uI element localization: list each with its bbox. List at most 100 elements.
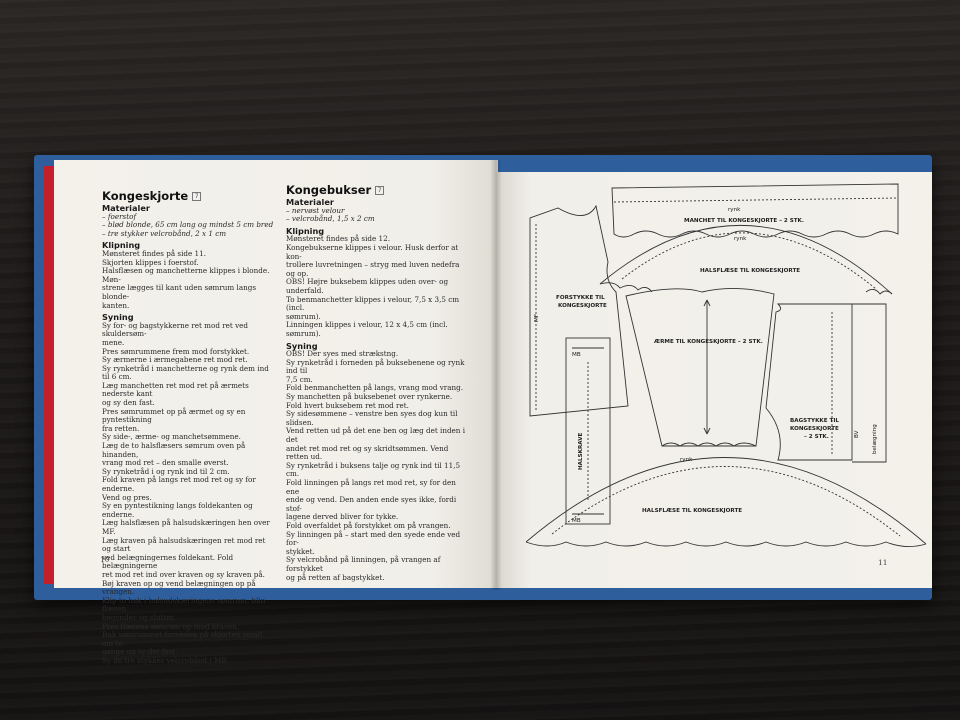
manchet-label: MANCHET TIL KONGESKJORTE – 2 STK. [684,218,804,224]
instruction-line: – foerstof [102,211,137,221]
bagstykke-label: BAGSTYKKE TIL [790,418,839,424]
instruction-line: Sy sidesømmene – venstre ben syes dog ku… [286,409,458,427]
instruction-line: Fold hvert buksebem ret mod ret. [286,400,409,410]
instruction-line: kanten. [102,300,130,310]
mb-label: MB [572,352,581,358]
instruction-line: Halsflæsen og manchetterne klippes i blo… [102,266,270,284]
forstykke-label: FORSTYKKE TIL [556,295,605,301]
halsflaese-label: HALSFLÆSE TIL KONGESKJORTE [700,268,800,274]
sewing-pattern-diagram: rynk MANCHET TIL KONGESKJORTE – 2 STK. r… [525,183,927,547]
section-heading: Syning [102,312,134,323]
instruction-line: trollere luvretningen – stryg med luven … [286,260,460,278]
instruction-line: Sy en pyntestikning langs foldekanten og… [102,501,253,519]
instruction-line: begynder og slutter. [102,612,176,622]
left-page-number: 10 [100,555,110,564]
instruction-line: Skjorten klippes i foerstof. [102,257,199,267]
instruction-line: mene. [102,337,125,347]
instruction-line: sømrum). [286,311,321,321]
instruction-line: Fold linningen på langs ret mod ret, sy … [286,478,456,496]
right-page [496,172,932,588]
instruction-line: Sy ærmerne i ærmegabene ret mod ret. [102,355,248,365]
bottom-halsflaese-piece [525,457,927,547]
instruction-line: – nervøst velour [286,205,345,215]
instruction-line: Fold overfaldet på forstykket om på vran… [286,520,451,530]
instruction-line: Kongebukserne klippes i velour. Husk der… [286,242,459,261]
instruction-line: Vend og pres. [102,492,152,502]
instruction-line: stykket. [286,546,315,556]
instruction-line: Sy rynketråd i forneden på buksebenene o… [286,357,465,376]
forstykke-label: KONGESKJORTE [558,303,607,309]
instruction-line: lagene derved bliver for tykke. [286,512,399,522]
instruction-line: Sy rynketråd i og rynk ind til 2 cm. [102,466,230,476]
instruction-line: Sy velcrobånd på linningen, på vrangen a… [286,555,441,573]
instruction-line: Sy linningen på – start med den syede en… [286,529,461,548]
instruction-line: og på retten af bagstykket. [286,572,385,582]
instruction-line: Vend retten ud på det ene ben og læg det… [286,426,466,445]
mf-label: MF [534,314,540,322]
instruction-line: ende og vend. Den anden ende syes ikke, … [286,495,457,513]
instruction-line: Sy manchetten på buksebenet over rynkern… [286,392,453,402]
halsflaese-label: HALSFLÆSE TIL KONGESKJORTE [642,508,742,514]
instruction-line: ved belægningernes foldekant. Fold belæg… [102,552,234,571]
instruction-line: Læg de to halsflæsers sømrum oven på hin… [102,441,246,459]
section-heading: Klipning [286,225,325,236]
mb-label: MB [572,518,581,524]
title-mark: 7 [375,186,385,195]
rynk-label: rynk [728,207,741,213]
instruction-line: Linningen klippes i velour, 12 x 4,5 cm … [286,320,448,338]
bagstykke-label: KONGESKJORTE [790,426,839,432]
instruction-line: andet ret mod ret og sy skridtsømmen. Ve… [286,443,449,462]
bv-label: BV [854,430,860,438]
book-gutter [490,160,502,590]
left-page [54,160,498,588]
instruction-line: Mønsteret findes på side 12. [286,234,390,244]
instruction-line: Sy rynketråd i manchetterne og rynk dem … [102,363,269,382]
instruction-line: Pres flæsens sømrum op mod kraven. [102,621,240,631]
belaegning-label: belægning [872,424,878,454]
title-mark: 7 [192,192,202,201]
forstykke-piece [529,204,629,417]
instruction-line: og sy den fast. [102,398,155,408]
halskrave-label: HALSKRAVE [578,432,584,470]
instruction-line: Sy side-, ærme- og manchetsømmene. [102,432,241,442]
instruction-line: Klip to hak i halsudskæringens sømrum, b… [102,595,266,614]
instruction-line: Læg kraven på halsudskæringen ret mod re… [102,535,266,554]
instruction-line: Pres sømrummene frem mod forstykket. [102,346,250,356]
section-heading: Materialer [286,197,334,207]
section-heading: Materialer [102,203,150,213]
instruction-line: – blød blonde, 65 cm lang og mindst 5 cm… [102,220,274,230]
section-heading: Syning [286,340,318,351]
instruction-line: Buk sømrummet forneden på skjorten smalt… [102,630,263,648]
bagstykke-label: – 2 STK. [804,434,829,440]
instruction-line: Fold kraven på langs ret mod ret og sy f… [102,475,256,493]
instruction-line: Sy for- og bagstykkerne ret mod ret ved … [102,320,248,339]
instruction-line: Fold benmanchetten på langs, vrang mod v… [286,383,464,393]
rynk-label: rynk [734,236,747,242]
instruction-line: Sy rynketråd i buksens talje og rynk ind… [286,460,461,479]
instruction-line: Mønsteret findes på side 11. [102,248,206,258]
instruction-line: Bøj kraven op og vend belægningen op på … [102,578,256,597]
instruction-line: vrang mod ret – den smalle øverst. [102,458,229,468]
instruction-line: – tre stykker velcrobånd, 2 x 1 cm [102,228,227,238]
instruction-line: Pres sømrummet op på ærmet og sy en pynt… [102,406,246,425]
right-page-number: 11 [878,558,888,567]
instruction-line: ret mod ret ind over kraven og sy kraven… [102,569,265,579]
instruction-line: 7,5 cm. [286,374,313,384]
instruction-line: gange og sy det fast. [102,647,178,657]
instruction-line: – velcrobånd, 1,5 x 2 cm [286,214,375,224]
instruction-line: OBS! Højre buksebem klippes uden over- o… [286,277,449,295]
aerme-label: ÆRME TIL KONGESKJORTE – 2 STK. [654,339,763,345]
instruction-line: OBS! Der syes med strækstng. [286,349,399,359]
instruction-line: Læg halsflæsen på halsudskæringen hen ov… [102,518,270,536]
section-heading: Klipning [102,240,141,251]
aerme-piece [625,287,775,447]
instruction-line: To benmanchetter klippes i velour, 7,5 x… [286,294,460,313]
instruction-line: strene lægges til kant uden sømrum langs… [102,283,257,301]
halskrave-piece [565,337,611,525]
instruction-line: fra retten. [102,423,140,433]
manchet-piece [611,183,899,238]
